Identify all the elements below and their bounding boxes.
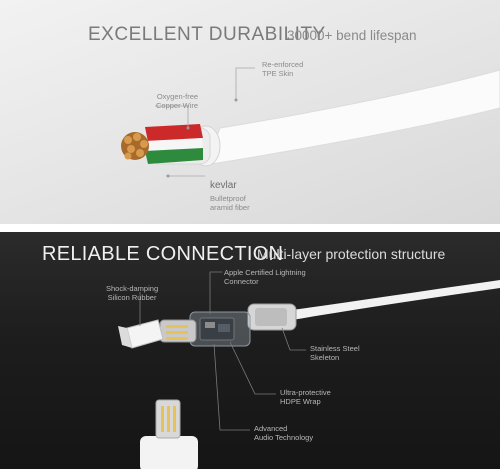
wire-green bbox=[145, 148, 203, 164]
silicon-rubber-label: Shock-damping Silicon Rubber bbox=[106, 284, 159, 302]
durability-title: EXCELLENT DURABILITY bbox=[88, 24, 326, 45]
copper-bundle-icon bbox=[121, 132, 149, 160]
cable-cross-section-illustration bbox=[121, 67, 500, 178]
durability-subtitle: 30000+ bend lifespan bbox=[287, 28, 417, 43]
lightning-connector-label: Apple Certified Lightning Connector bbox=[224, 268, 306, 286]
durability-panel: EXCELLENT DURABILITY 30000+ bend lifespa… bbox=[0, 0, 500, 224]
connection-subtitle: Multi-layer protection structure bbox=[257, 246, 446, 262]
copper-wire-label: Oxygen-free Copper Wire bbox=[156, 92, 199, 110]
kevlar-label: kevlar bbox=[210, 180, 237, 191]
plug-front-body bbox=[140, 436, 198, 469]
steel-skeleton-label: Stainless Steel Skeleton bbox=[310, 344, 360, 362]
hdpe-wrap-label: Ultra-protective HDPE Wrap bbox=[280, 388, 331, 406]
cable-jacket bbox=[204, 69, 500, 166]
tpe-skin-label: Re-enforced TPE Skin bbox=[262, 60, 304, 78]
connector-exploded-illustration bbox=[118, 271, 500, 469]
connection-title: RELIABLE CONNECTION bbox=[42, 243, 284, 265]
silicone-cap bbox=[126, 319, 164, 349]
aramid-fiber-label: Bulletproof aramid fiber bbox=[210, 194, 250, 212]
cable-tail bbox=[292, 280, 500, 320]
connection-panel: RELIABLE CONNECTION Multi-layer protecti… bbox=[0, 232, 500, 469]
wire-white bbox=[145, 138, 203, 151]
audio-technology-label: Advanced Audio Technology bbox=[254, 424, 314, 442]
